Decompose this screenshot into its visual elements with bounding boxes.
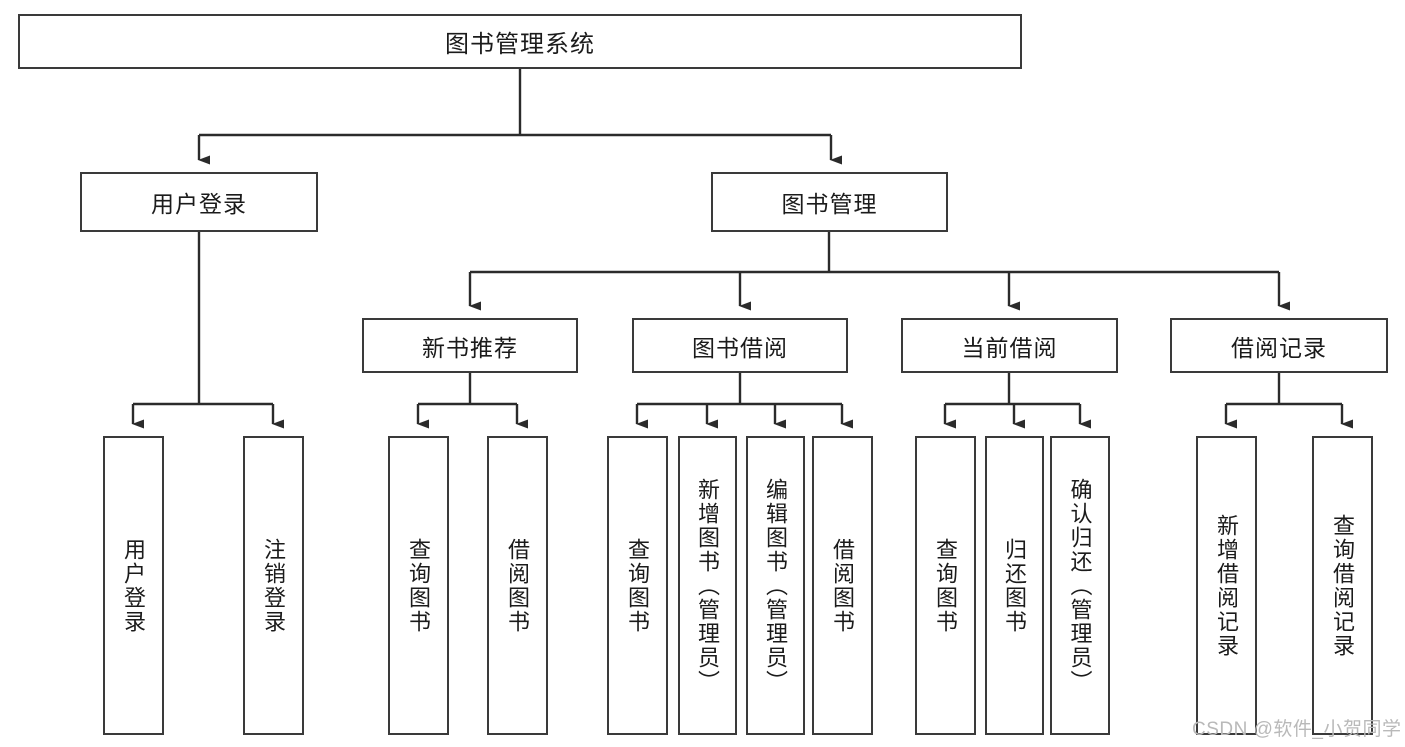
edges-borrowbook-to-leaves [635, 373, 853, 429]
edges-root-to-level2 [197, 69, 842, 165]
csdn-watermark: CSDN @软件_小贺同学 [1192, 719, 1402, 740]
node-leaf-borrow-books[interactable]: 借阅图书 [812, 436, 873, 735]
node-leaf-user-login[interactable]: 用户登录 [103, 436, 164, 735]
node-root[interactable]: 图书管理系统 [18, 14, 1022, 69]
edges-currentborrow-to-leaves [943, 373, 1091, 429]
node-level2-book-management[interactable]: 图书管理 [711, 172, 948, 232]
node-leaf-query-books-borrow[interactable]: 查询图书 [607, 436, 668, 735]
node-leaf-return-books[interactable]: 归还图书 [985, 436, 1044, 735]
node-level3-book-borrowing[interactable]: 图书借阅 [632, 318, 848, 373]
node-leaf-add-borrow-record[interactable]: 新增借阅记录 [1196, 436, 1257, 735]
node-level3-new-book-recommendation[interactable]: 新书推荐 [362, 318, 578, 373]
node-leaf-query-borrow-record[interactable]: 查询借阅记录 [1312, 436, 1373, 735]
node-leaf-borrow-books-newbook[interactable]: 借阅图书 [487, 436, 548, 735]
node-level3-current-borrowing[interactable]: 当前借阅 [901, 318, 1118, 373]
edges-userlogin-to-leaves [131, 232, 284, 429]
node-leaf-query-books-current[interactable]: 查询图书 [915, 436, 976, 735]
edges-bookmgmt-to-level3 [468, 232, 1290, 311]
edges-borrowrecord-to-leaves [1224, 373, 1353, 429]
node-leaf-edit-book-admin[interactable]: 编辑图书（管理员） [746, 436, 805, 735]
node-leaf-logout[interactable]: 注销登录 [243, 436, 304, 735]
node-leaf-add-book-admin[interactable]: 新增图书（管理员） [678, 436, 737, 735]
node-level2-user-login[interactable]: 用户登录 [80, 172, 318, 232]
edges-newbook-to-leaves [416, 373, 528, 429]
node-leaf-query-books-newbook[interactable]: 查询图书 [388, 436, 449, 735]
node-leaf-confirm-return-admin[interactable]: 确认归还（管理员） [1050, 436, 1110, 735]
node-level3-borrowing-records[interactable]: 借阅记录 [1170, 318, 1388, 373]
